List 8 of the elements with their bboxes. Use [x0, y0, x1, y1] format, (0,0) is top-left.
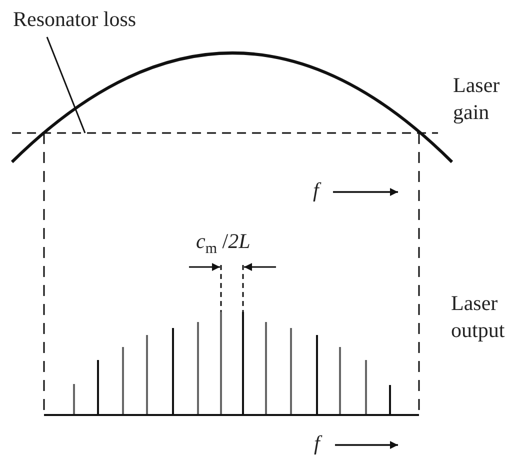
loss-line: [12, 132, 438, 134]
callout-label: Resonator loss: [13, 7, 136, 31]
leader-line: [46, 36, 86, 134]
axis-label: f: [313, 178, 319, 202]
spectrum-label: Laser output: [451, 290, 506, 344]
curve-label: Laser gain: [453, 72, 501, 126]
axis-label: f: [314, 431, 320, 455]
spacing-label: c$_{m}$ /2L: [196, 229, 250, 253]
